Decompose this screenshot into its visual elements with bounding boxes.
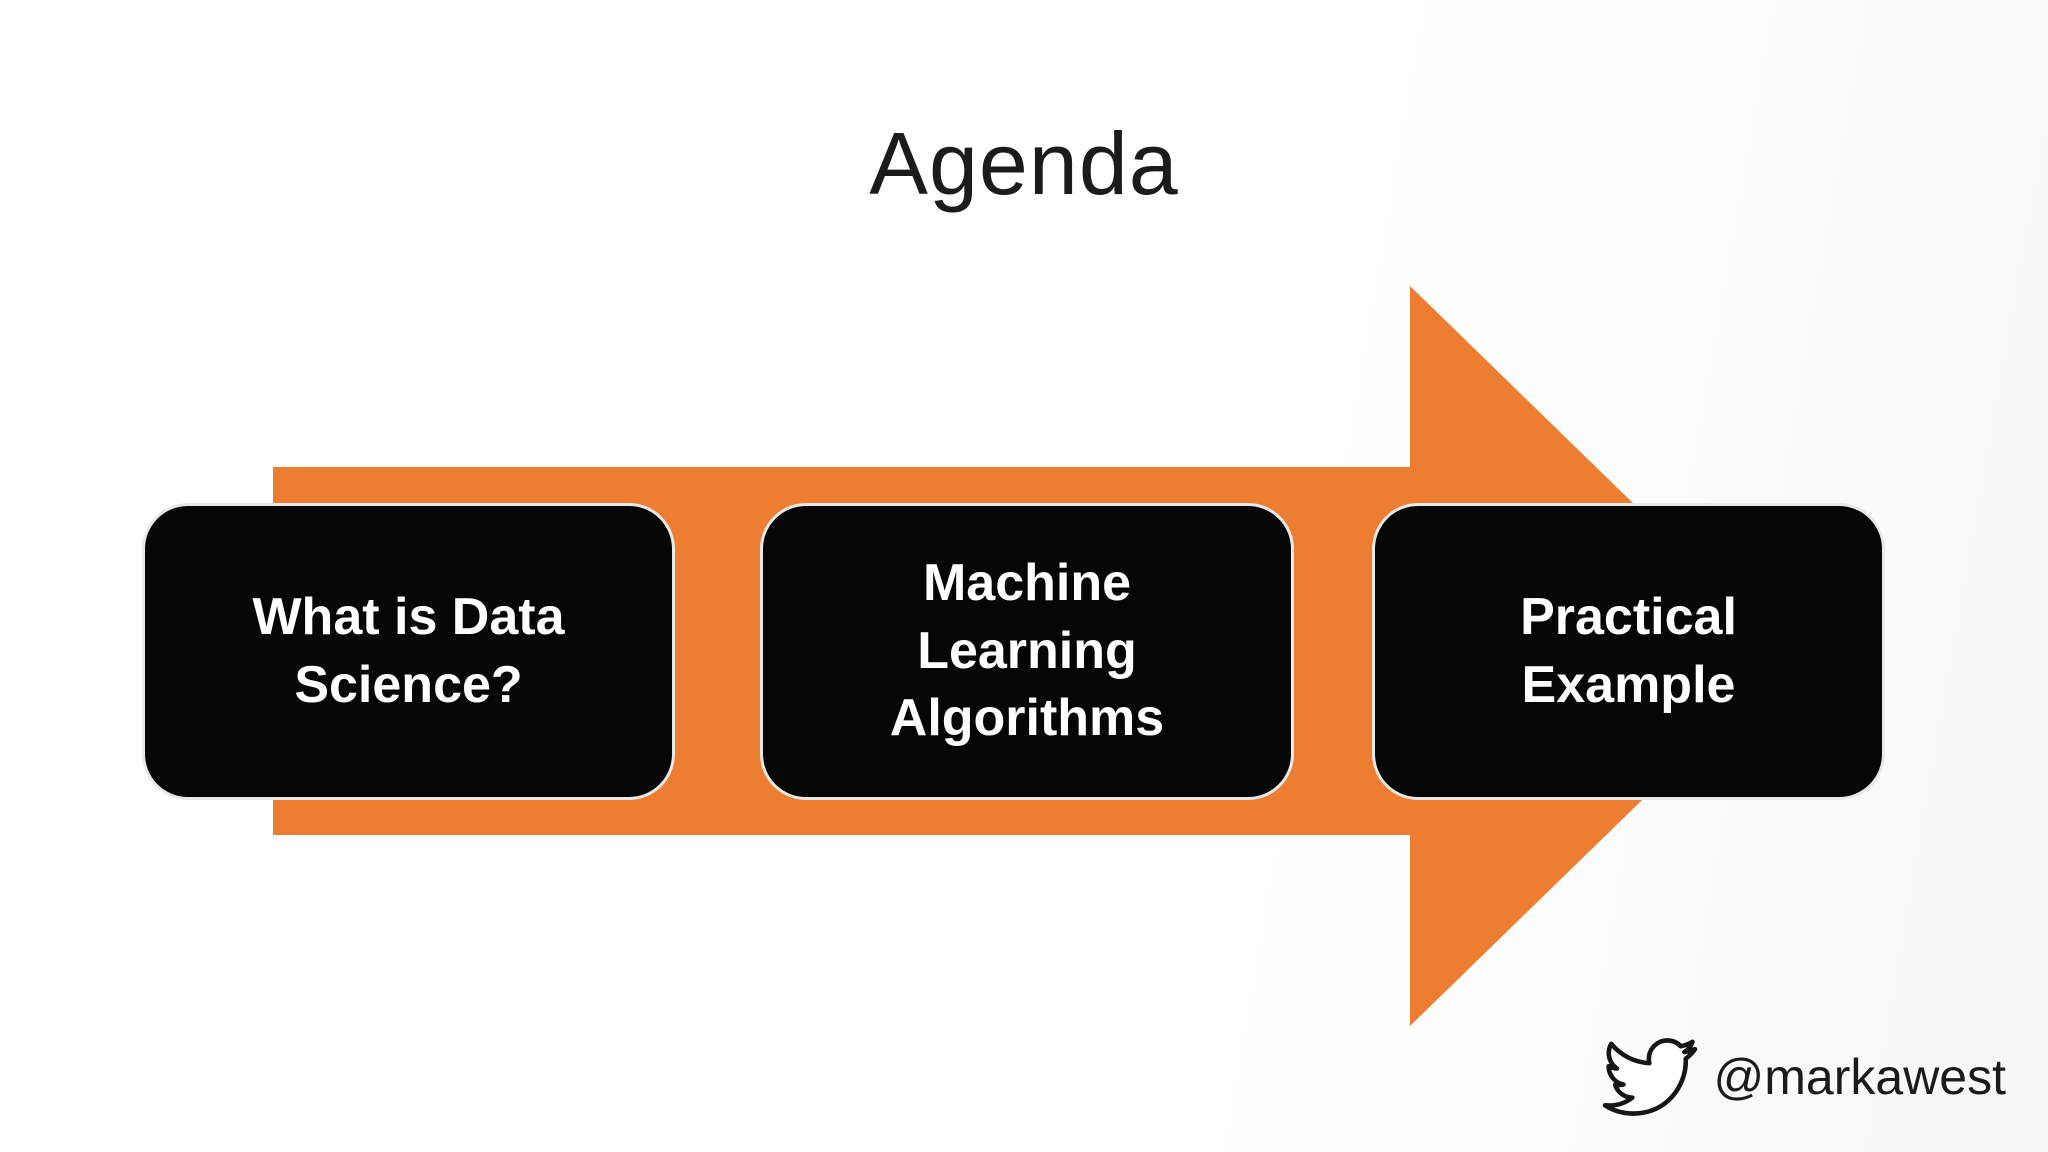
agenda-step-box-3: Practical Example bbox=[1372, 503, 1885, 800]
agenda-step-box-1: What is Data Science? bbox=[142, 503, 675, 800]
agenda-step-label-3: Practical Example bbox=[1520, 587, 1737, 714]
agenda-step-label-1: What is Data Science? bbox=[252, 587, 565, 714]
twitter-handle: @markawest bbox=[1713, 1049, 2006, 1105]
footer: @markawest bbox=[1602, 1032, 2006, 1122]
agenda-step-label-2: Machine Learning Algorithms bbox=[889, 554, 1165, 748]
slide-title: Agenda bbox=[869, 114, 1179, 213]
agenda-step-box-2: Machine Learning Algorithms bbox=[760, 503, 1294, 800]
twitter-bird-icon bbox=[1602, 1038, 1697, 1116]
